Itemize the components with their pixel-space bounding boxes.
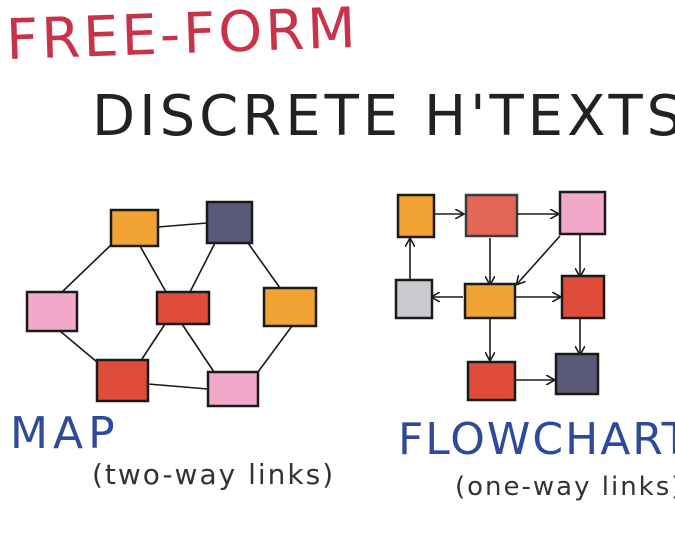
map-node-pink bbox=[25, 290, 79, 333]
map-node-red bbox=[155, 290, 211, 326]
map-links bbox=[59, 222, 293, 390]
flowchart-arrow bbox=[517, 235, 561, 284]
map-label: MAP bbox=[10, 408, 120, 459]
flowchart-label: FLOWCHART bbox=[398, 414, 675, 465]
map-diagram bbox=[25, 200, 318, 408]
flowchart-node-orange bbox=[396, 193, 436, 239]
map-node-orange bbox=[109, 208, 160, 248]
flowchart-diagram bbox=[394, 190, 607, 402]
map-link bbox=[247, 242, 281, 289]
map-link bbox=[147, 383, 209, 390]
map-node-red bbox=[95, 358, 150, 403]
map-node-purple bbox=[205, 200, 254, 245]
flowchart-node-purple bbox=[554, 352, 600, 396]
flowchart-arrows bbox=[410, 214, 580, 380]
map-node-orange bbox=[262, 286, 318, 328]
flowchart-node-red bbox=[466, 360, 517, 402]
map-node-pink bbox=[206, 370, 260, 408]
map-link bbox=[61, 243, 113, 293]
map-link bbox=[59, 330, 98, 363]
flowchart-node-red bbox=[560, 274, 606, 320]
title-discrete-htexts: DISCRETE H'TEXTS bbox=[92, 84, 675, 149]
map-link bbox=[181, 323, 215, 373]
flowchart-caption: (one-way links) bbox=[455, 472, 675, 502]
flowchart-node-red bbox=[464, 193, 519, 238]
map-link bbox=[189, 242, 216, 293]
flowchart-node-orange bbox=[463, 282, 517, 320]
map-link bbox=[157, 222, 208, 228]
flowchart-node-pink bbox=[558, 190, 607, 236]
map-link bbox=[139, 323, 166, 363]
map-link bbox=[257, 325, 293, 373]
map-caption: (two-way links) bbox=[92, 458, 336, 491]
flowchart-node-gray bbox=[394, 278, 434, 320]
map-link bbox=[139, 245, 167, 293]
